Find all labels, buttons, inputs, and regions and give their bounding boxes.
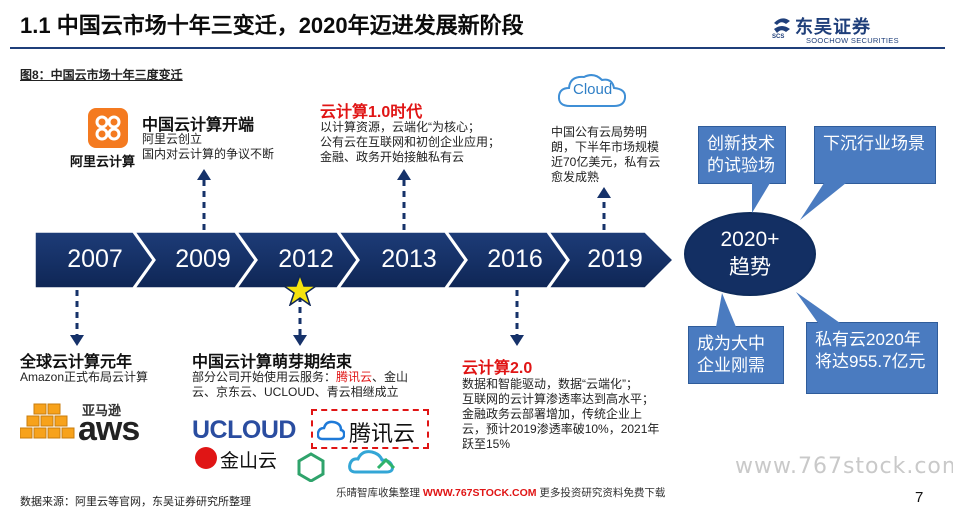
alibaba-logo-text: 阿里云计算 — [70, 154, 136, 169]
arrow-down-2007-icon — [70, 335, 84, 346]
arrow-down-2016-icon — [510, 335, 524, 346]
alibaba-cloud-icon — [95, 115, 121, 141]
logo-subtitle: SOOCHOW SECURITIES — [806, 36, 899, 45]
future-trend: 趋势 — [729, 256, 771, 279]
event-2019-line3: 近70亿美元，私有云 — [551, 155, 661, 169]
event-2016-heading: 云计算2.0 — [462, 360, 533, 377]
event-2009-heading: 中国云计算开端 — [142, 117, 255, 134]
kingsoft-logo-text: 金山云 — [220, 451, 278, 472]
footer-wm-url[interactable]: WWW.767STOCK.COM — [422, 487, 537, 499]
footer-wm-right: 更多投资研究资料免费下载 — [539, 487, 666, 499]
aws-logo-cn: 亚马逊 — [82, 403, 122, 418]
qingcloud-icon — [297, 452, 325, 482]
year-2013: 2013 — [381, 245, 437, 273]
event-2012-body: 部分公司开始使用云服务：腾讯云、金山 云、京东云、UCLOUD、青云相继成立 — [192, 370, 408, 400]
event-2007-heading: 全球云计算元年 — [20, 354, 133, 371]
event-2019-body: 中国公有云局势明 朗，下半年市场规模 近70亿美元，私有云 愈发成熟 — [551, 125, 691, 185]
chevron-2012 — [236, 232, 358, 288]
event-2013-heading: 云计算1.0时代 — [320, 104, 423, 121]
page-number: 7 — [915, 489, 924, 506]
logo-name: 东吴证券 — [795, 17, 871, 37]
future-year: 2020+ — [720, 228, 780, 251]
event-2013-line3: 金融、政务开始接触私有云 — [320, 150, 465, 164]
event-2016-line2: 互联网的云计算渗透率达到高水平； — [462, 392, 655, 406]
event-2012-heading: 中国云计算萌芽期结束 — [192, 354, 353, 371]
title-divider — [10, 47, 945, 49]
pointer-enterprise-icon — [716, 293, 736, 327]
year-2012: 2012 — [278, 245, 334, 273]
event-2016-body: 数据和智能驱动，数据“云端化”； 互联网的云计算渗透率达到高水平； 金融政务云部… — [462, 377, 659, 452]
event-2019-line4: 愈发成熟 — [551, 170, 600, 184]
chevron-2016 — [446, 232, 568, 288]
logo-badge-text: SCS — [772, 34, 785, 40]
pointer-innovation-icon — [752, 183, 770, 213]
future-ellipse — [684, 212, 816, 296]
trend-box-private-cloud: 私有云2020年将达955.7亿元 — [806, 322, 938, 394]
tencent-logo-frame: 腾讯云 — [311, 409, 429, 449]
aws-logo-en: aws — [78, 410, 140, 448]
arrow-up-2019-icon — [597, 187, 611, 198]
alibaba-logo — [88, 108, 128, 148]
pointer-sinking-icon — [800, 183, 846, 220]
aws-boxes-icon — [20, 403, 75, 439]
event-2012-line1-tencent: 腾讯云 — [336, 370, 373, 384]
cloud-logo: Cloud — [556, 70, 628, 110]
future-label: 2020+ 趋势 — [684, 226, 816, 282]
star-icon — [283, 274, 317, 306]
event-2013-line1: 以计算资源，云端化“为核心； — [320, 120, 480, 134]
ucloud-logo: UCLOUD — [192, 416, 296, 444]
cloud-icon — [557, 74, 627, 107]
trend-box-innovation: 创新技术的试验场 — [698, 126, 786, 184]
year-2019: 2019 — [587, 245, 643, 273]
figure-label: 图8：中国云市场十年三度变迁 — [20, 68, 183, 82]
event-2019-line1: 中国公有云局势明 — [551, 125, 648, 139]
tencent-cloud-icon — [317, 420, 345, 441]
chevron-2013 — [338, 232, 466, 288]
logo-badge: SCS — [772, 15, 792, 41]
aws-logo: 亚马逊 aws — [20, 400, 140, 450]
year-2009: 2009 — [175, 245, 231, 273]
logo-swirl-icon — [774, 18, 790, 33]
chevron-2009 — [134, 232, 256, 288]
tencent-logo-text: 腾讯云 — [349, 421, 416, 446]
page-title: 1.1 中国云市场十年三变迁，2020年迈进发展新阶段 — [20, 13, 524, 38]
event-2009-body: 阿里云创立 国内对云计算的争议不断 — [142, 132, 274, 162]
event-2016-line4: 云，预计2019渗透率破10%，2021年 — [462, 422, 660, 436]
event-2016-line3: 金融政务云部署增加，传统企业上 — [462, 407, 643, 421]
event-2007-line1: Amazon正式布局云计算 — [20, 370, 149, 384]
event-2012-line2: 云、京东云、UCLOUD、青云相继成立 — [192, 385, 399, 399]
footer-watermark: 乐晴智库收集整理 WWW.767STOCK.COM 更多投资研究资料免费下载 — [336, 485, 665, 500]
timeline-bar — [35, 232, 675, 288]
chevron-2019 — [548, 232, 675, 288]
event-2012-line1-a: 部分公司开始使用云服务： — [192, 370, 337, 384]
event-2016-line1: 数据和智能驱动，数据“云端化”； — [462, 377, 638, 391]
event-2016-line5: 跃至15% — [462, 437, 511, 451]
trend-box-sinking: 下沉行业场景 — [814, 126, 936, 184]
event-2012-line1: 部分公司开始使用云服务：腾讯云、金山 — [192, 370, 408, 385]
event-2012-line1-c: 、金山 — [372, 370, 409, 384]
kingsoft-cloud-icon — [195, 447, 217, 469]
arrow-down-2012-icon — [293, 335, 307, 346]
event-2009-line2: 国内对云计算的争议不断 — [142, 147, 275, 161]
year-2007: 2007 — [67, 245, 123, 273]
event-2013-body: 以计算资源，云端化“为核心； 公有云在互联网和初创企业应用； 金融、政务开始接触… — [320, 120, 500, 165]
cloud-label: Cloud — [573, 81, 613, 98]
footer-wm-left: 乐晴智库收集整理 — [336, 487, 420, 499]
chevron-2007 — [35, 232, 154, 288]
event-2009-line1: 阿里云创立 — [142, 132, 203, 146]
data-source: 数据来源：阿里云等官网，东吴证券研究所整理 — [20, 495, 251, 508]
jdcloud-icon — [348, 450, 396, 474]
arrow-up-2013-icon — [397, 169, 411, 180]
arrow-up-2009-icon — [197, 169, 211, 180]
event-2013-line2: 公有云在互联网和初创企业应用； — [320, 135, 501, 149]
trend-box-enterprise: 成为大中企业刚需 — [688, 326, 784, 384]
event-2019-line2: 朗，下半年市场规模 — [551, 140, 660, 154]
pointer-private-cloud-icon — [796, 292, 840, 323]
site-watermark: www.767stock.com — [735, 454, 953, 479]
year-2016: 2016 — [487, 245, 543, 273]
